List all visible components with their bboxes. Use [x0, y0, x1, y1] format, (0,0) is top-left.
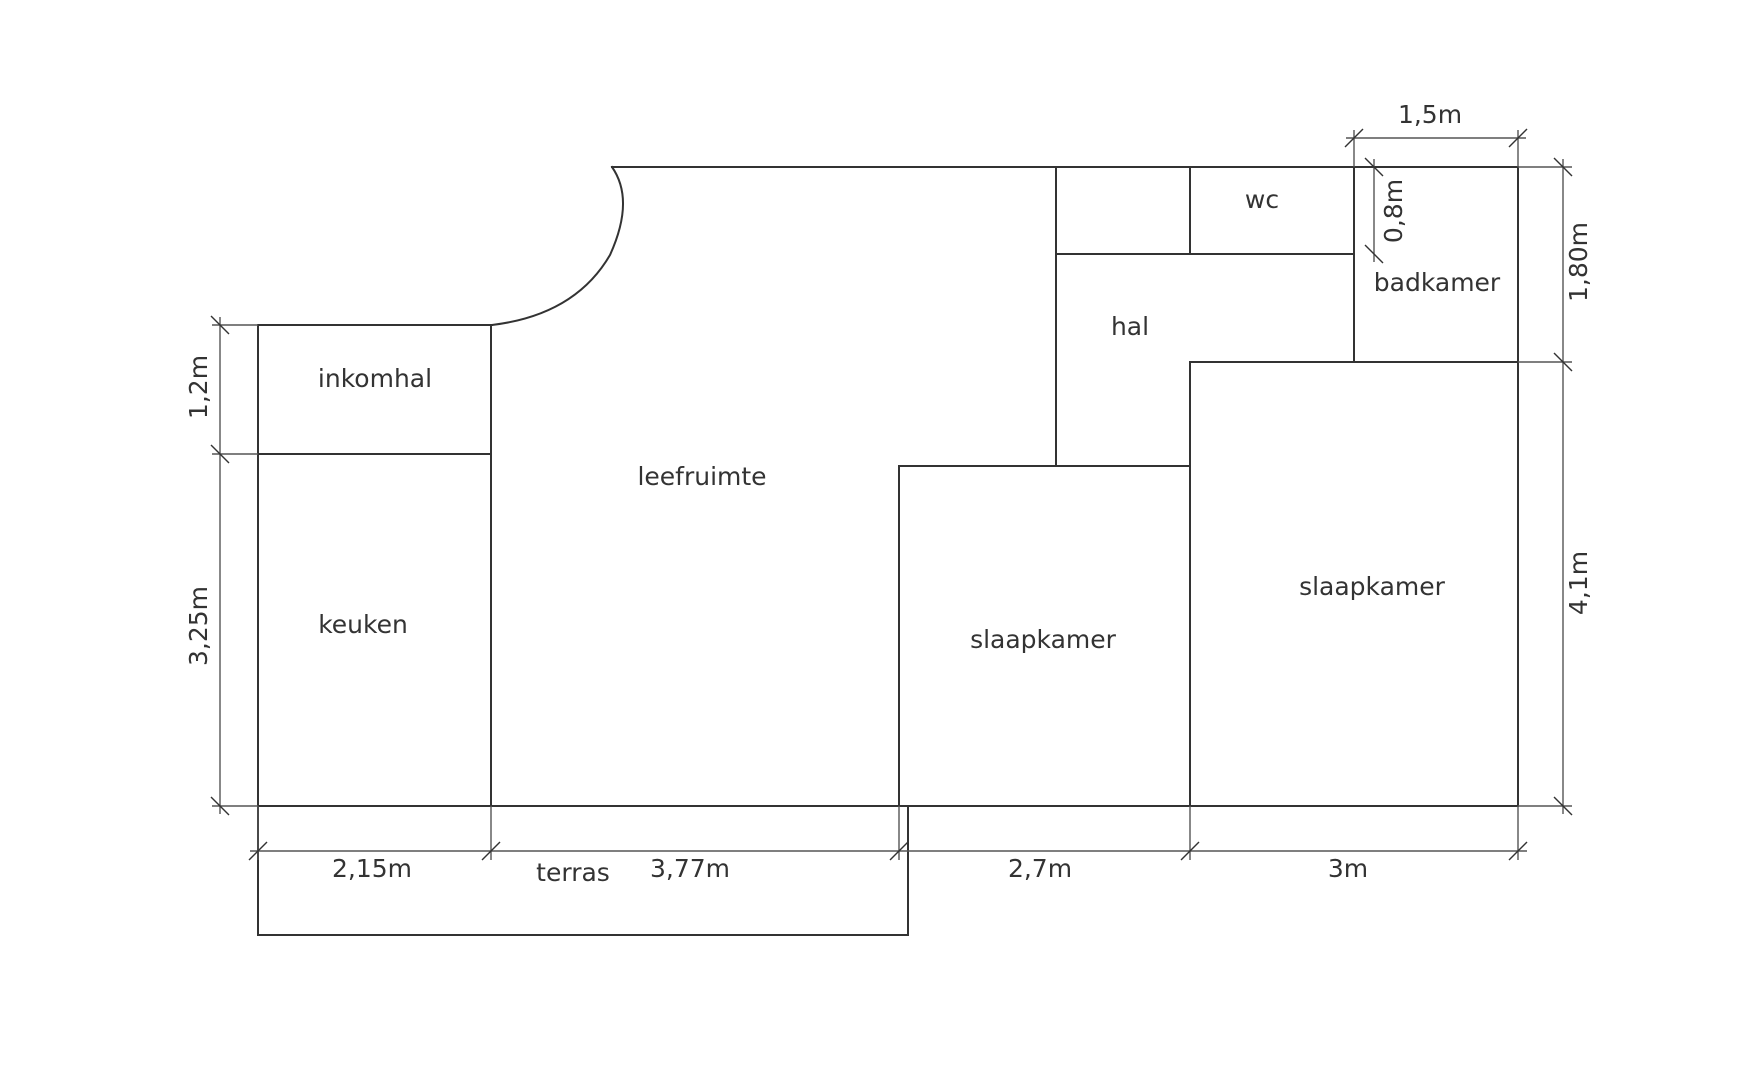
wall-slaapkamer-2: [1189, 361, 1519, 467]
wall-entrance-arc: [490, 165, 624, 327]
dim-label-wc-height: 0,8m: [1379, 179, 1408, 243]
dim-label-right-1: 1,80m: [1564, 222, 1593, 302]
dim-label-top: 1,5m: [1398, 100, 1462, 129]
room-label-wc: wc: [1245, 185, 1279, 214]
dim-tick: [1344, 128, 1364, 148]
room-label-hal: hal: [1111, 312, 1149, 341]
wall-terras: [257, 805, 909, 936]
dim-tick: [210, 315, 230, 335]
room-label-badkamer: badkamer: [1374, 268, 1501, 297]
dimension-lines: [210, 128, 1573, 861]
dim-tick: [1364, 244, 1384, 264]
dim-label-left-1: 1,2m: [184, 355, 213, 419]
room-label-slaapkamer-2: slaapkamer: [1299, 572, 1446, 601]
walls: [257, 165, 1519, 936]
dim-tick: [210, 444, 230, 464]
room-label-keuken: keuken: [318, 610, 408, 639]
dimension-labels: 2,15m 3,77m 2,7m 3m 1,5m 1,2m 3,25m 1,80…: [184, 100, 1593, 883]
dim-label-bottom-3: 2,7m: [1008, 854, 1072, 883]
dim-tick: [1508, 128, 1528, 148]
room-labels: inkomhal keuken leefruimte wc hal badkam…: [318, 185, 1501, 887]
dim-label-right-2: 4,1m: [1564, 551, 1593, 615]
wall-left: [257, 324, 493, 807]
dim-tick: [481, 841, 501, 861]
room-label-slaapkamer-1: slaapkamer: [970, 625, 1117, 654]
dim-label-bottom-1: 2,15m: [332, 854, 412, 883]
dim-tick: [1553, 796, 1573, 816]
dim-tick: [1364, 157, 1384, 177]
dim-tick: [210, 796, 230, 816]
dim-tick: [1553, 157, 1573, 177]
dim-label-bottom-2: 3,77m: [650, 854, 730, 883]
dim-label-bottom-4: 3m: [1328, 854, 1368, 883]
room-label-leefruimte: leefruimte: [637, 462, 766, 491]
room-label-inkomhal: inkomhal: [318, 364, 432, 393]
wall-slaapkamer-1: [898, 465, 1191, 807]
dim-tick: [889, 841, 909, 861]
dim-tick: [1180, 841, 1200, 861]
dim-label-left-2: 3,25m: [184, 586, 213, 666]
room-label-terras: terras: [536, 858, 610, 887]
dim-tick: [1508, 841, 1528, 861]
dim-tick: [248, 841, 268, 861]
dim-tick: [1553, 352, 1573, 372]
